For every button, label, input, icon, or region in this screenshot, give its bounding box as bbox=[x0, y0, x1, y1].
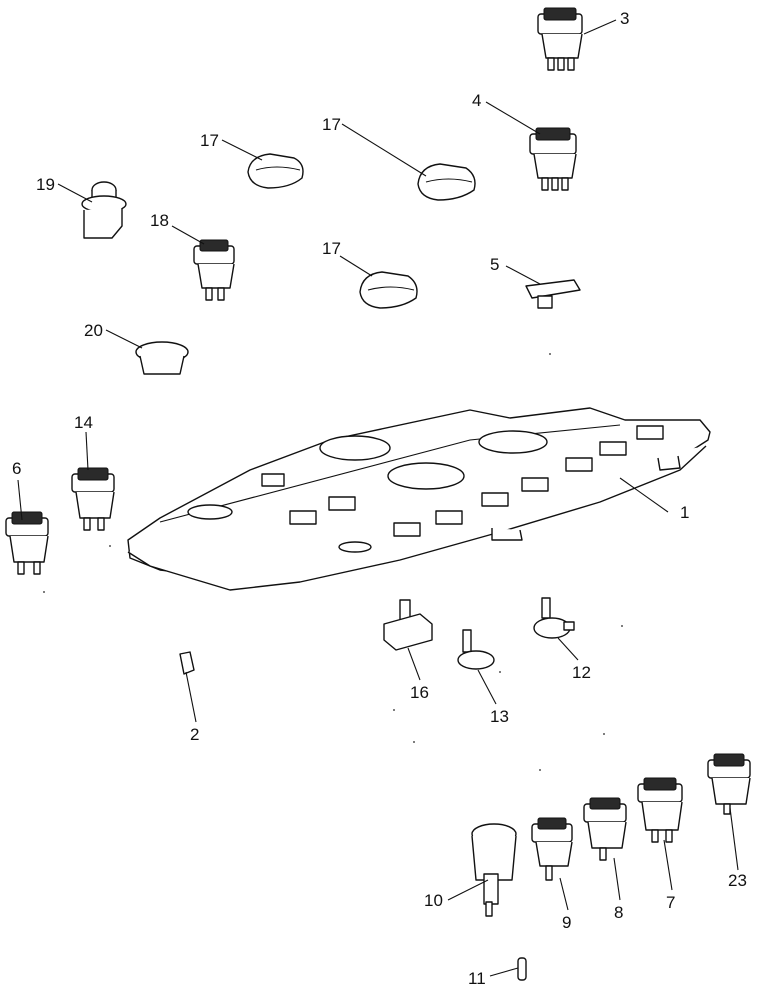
callout-7: 7 bbox=[666, 893, 675, 912]
callout-4: 4 bbox=[472, 91, 481, 110]
leader-lines bbox=[17, 19, 739, 977]
part-10-ignition-switch bbox=[471, 823, 517, 917]
part-2-clip bbox=[179, 651, 195, 675]
callout-3: 3 bbox=[620, 9, 629, 28]
part-17-knob-b bbox=[417, 163, 476, 201]
part-1-dash-panel bbox=[127, 407, 711, 591]
part-13-potentiometer bbox=[457, 629, 495, 670]
callout-10: 10 bbox=[424, 891, 443, 910]
part-17-knob-c bbox=[359, 271, 418, 309]
part-6-rocker-switch bbox=[5, 511, 49, 575]
callout-20: 20 bbox=[84, 321, 103, 340]
callout-14: 14 bbox=[74, 413, 93, 432]
callout-5: 5 bbox=[490, 255, 499, 274]
part-17-knob-a bbox=[247, 153, 304, 189]
callout-labels: 1 2 3 4 5 6 7 8 9 10 11 12 13 14 16 17 1… bbox=[12, 9, 747, 988]
part-18-rocker-switch bbox=[193, 239, 235, 301]
part-20-cap bbox=[135, 341, 189, 375]
part-14-rocker-switch bbox=[71, 467, 115, 531]
callout-2: 2 bbox=[190, 725, 199, 744]
callout-17-b: 17 bbox=[322, 115, 341, 134]
callout-16: 16 bbox=[410, 683, 429, 702]
part-12-potentiometer bbox=[533, 597, 575, 639]
part-11-pin bbox=[517, 957, 527, 981]
part-7-rocker-switch bbox=[637, 777, 683, 843]
callout-13: 13 bbox=[490, 707, 509, 726]
part-3-rocker-switch bbox=[537, 7, 583, 71]
callout-17-a: 17 bbox=[200, 131, 219, 150]
callout-6: 6 bbox=[12, 459, 21, 478]
callout-12: 12 bbox=[572, 663, 591, 682]
stray-dots bbox=[43, 353, 623, 771]
part-16-potentiometer bbox=[383, 599, 433, 651]
part-4-rocker-switch bbox=[529, 127, 577, 191]
callout-17-c: 17 bbox=[322, 239, 341, 258]
callout-18: 18 bbox=[150, 211, 169, 230]
part-9-rocker-switch bbox=[531, 817, 573, 881]
callout-19: 19 bbox=[36, 175, 55, 194]
part-23-rocker-switch bbox=[707, 753, 751, 815]
callout-9: 9 bbox=[562, 913, 571, 932]
callout-23: 23 bbox=[728, 871, 747, 890]
part-19-push-switch bbox=[81, 181, 127, 239]
part-5-plug bbox=[525, 279, 581, 309]
callout-11: 11 bbox=[468, 969, 486, 988]
callout-1: 1 bbox=[680, 503, 689, 522]
callout-8: 8 bbox=[614, 903, 623, 922]
part-8-rocker-switch bbox=[583, 797, 627, 861]
